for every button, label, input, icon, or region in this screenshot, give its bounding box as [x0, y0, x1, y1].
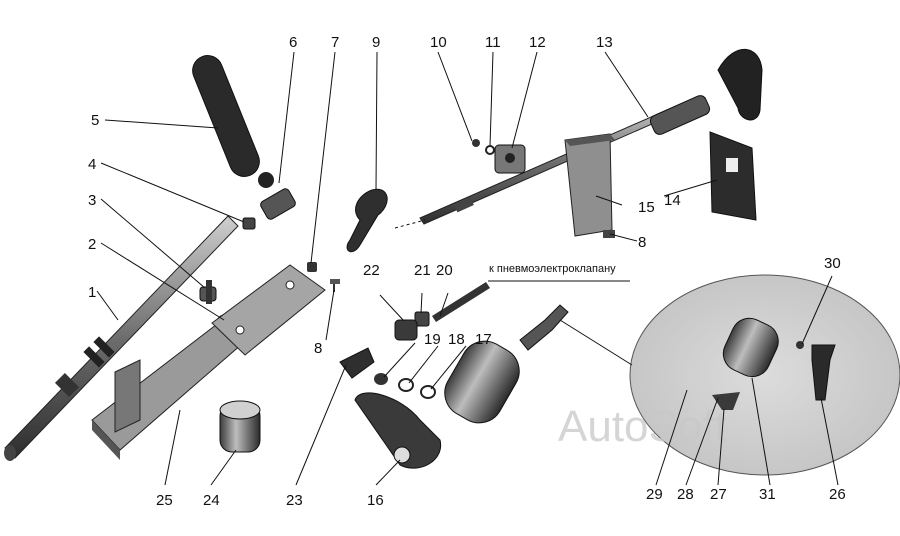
part-31-valve	[722, 317, 779, 378]
callout-26: 26	[829, 486, 846, 503]
callout-15: 15	[638, 199, 655, 216]
part-bracket-plate	[211, 264, 326, 356]
part-13-rod	[419, 48, 763, 225]
part-1-shaft	[4, 215, 239, 461]
part-5-handle	[192, 55, 260, 177]
callout-10: 10	[430, 34, 447, 51]
callout-23: 23	[286, 492, 303, 509]
callout-18: 18	[448, 331, 465, 348]
part-9-lever	[346, 188, 388, 253]
callout-19: 19	[424, 331, 441, 348]
leader-lines	[96, 51, 839, 486]
callout-14: 14	[664, 192, 681, 209]
callout-22: 22	[363, 262, 380, 279]
callout-5: 5	[91, 112, 99, 129]
callout-11: 11	[485, 34, 501, 51]
part-25-bracket	[91, 317, 251, 460]
callout-7: 7	[331, 34, 339, 51]
callout-25: 25	[156, 492, 173, 509]
part-6-fitting	[258, 172, 296, 220]
part-8-bolt-2	[603, 230, 615, 238]
annotation-to-valve: к пневмоэлектроклапану	[489, 263, 616, 275]
callout-4: 4	[88, 156, 96, 173]
callout-9: 9	[372, 34, 380, 51]
detail-inset-ellipse	[629, 274, 900, 476]
part-14-plate	[709, 131, 757, 221]
watermark-text: AutoSoft	[558, 402, 727, 451]
part-4-nut	[242, 217, 256, 230]
part-18-washer	[398, 378, 414, 392]
part-24-bushing	[219, 400, 261, 453]
part-20-fitting	[432, 282, 490, 322]
part-12-clamp	[494, 144, 526, 174]
callout-8b: 8	[638, 234, 646, 251]
callout-6: 6	[289, 34, 297, 51]
callout-27: 27	[710, 486, 727, 503]
callout-1: 1	[88, 284, 96, 301]
part-7-nut	[307, 262, 317, 272]
callout-12: 12	[529, 34, 546, 51]
part-22-fitting	[394, 319, 418, 341]
part-11-washer	[485, 145, 495, 155]
part-17-washer	[420, 385, 436, 399]
part-21-nut	[414, 311, 430, 327]
part-15-bracket	[564, 133, 615, 237]
callout-20: 20	[436, 262, 453, 279]
callout-31: 31	[759, 486, 776, 503]
callout-16: 16	[367, 492, 384, 509]
part-26-connector	[811, 344, 836, 401]
part-8-bolt	[330, 279, 340, 292]
callout-labels: 1 2 3 4 5 6 7 8 8 9 10 11 12 13 14 15 16…	[88, 34, 846, 509]
callout-13: 13	[596, 34, 613, 51]
part-10-nut	[472, 139, 480, 147]
callout-17: 17	[475, 331, 492, 348]
callout-2: 2	[88, 236, 96, 253]
callout-30: 30	[824, 255, 841, 272]
callout-29: 29	[646, 486, 663, 503]
callout-24: 24	[203, 492, 220, 509]
callout-28: 28	[677, 486, 694, 503]
callout-3: 3	[88, 192, 96, 209]
part-3-fitting	[199, 280, 217, 304]
callout-21: 21	[414, 262, 431, 279]
part-16-cylinder	[354, 304, 569, 469]
callout-8a: 8	[314, 340, 322, 357]
part-23-fitting	[339, 347, 375, 379]
part-27-fitting	[712, 392, 740, 410]
